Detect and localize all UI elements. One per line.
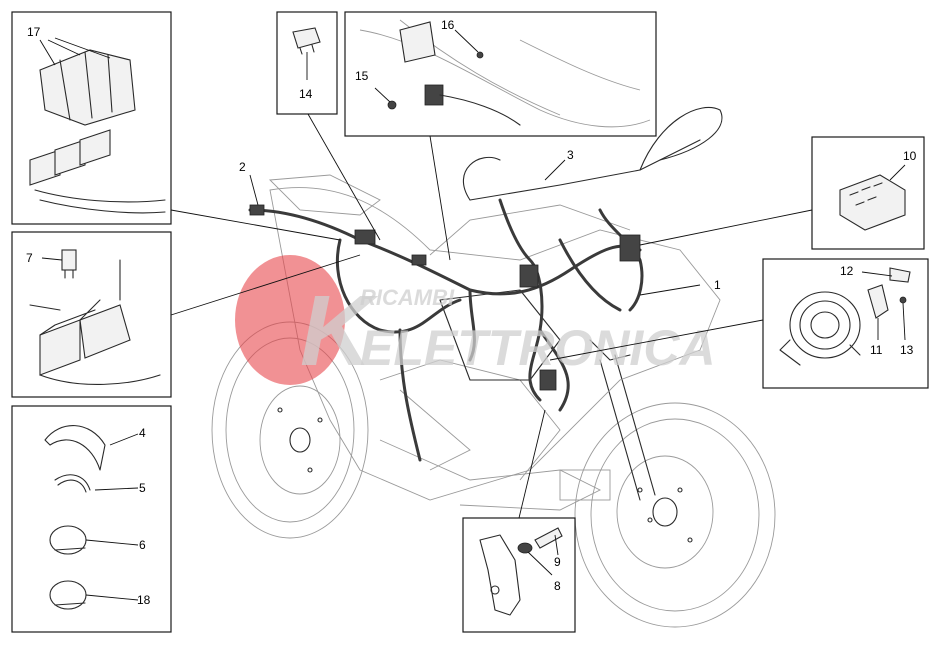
watermark-line1: RICAMBI — [360, 285, 455, 310]
detail-box-bolt — [462, 517, 576, 633]
callout-6: 6 — [139, 538, 146, 552]
detail-box-instrument-bracket — [344, 11, 657, 137]
detail-box-relays — [11, 11, 172, 225]
watermark-letter: K — [300, 275, 379, 387]
wiring-harness — [248, 198, 644, 462]
callout-5: 5 — [139, 481, 146, 495]
detail-box-connector — [811, 136, 925, 250]
callout-labels: 1 2 3 4 5 6 7 8 9 10 11 12 13 14 15 16 1… — [26, 18, 917, 607]
detail-box-fuse — [11, 231, 172, 398]
callout-7: 7 — [26, 251, 33, 265]
detail-box-clamps — [11, 405, 172, 633]
callout-8: 8 — [554, 579, 561, 593]
callout-17: 17 — [27, 25, 41, 39]
callout-3: 3 — [567, 148, 574, 162]
callout-9: 9 — [554, 555, 561, 569]
detail-box-horn — [762, 258, 929, 389]
callout-4: 4 — [139, 426, 146, 440]
callout-12: 12 — [840, 264, 854, 278]
callout-18: 18 — [137, 593, 151, 607]
callout-16: 16 — [441, 18, 455, 32]
watermark-line2: ELETTRONICA — [360, 320, 716, 376]
watermark-disc — [235, 255, 345, 385]
motorcycle-illustration — [211, 106, 776, 628]
callout-10: 10 — [903, 149, 917, 163]
callout-13: 13 — [900, 343, 914, 357]
watermark-logo: K RICAMBI ELETTRONICA — [235, 255, 716, 387]
leader-lines — [170, 113, 813, 519]
callout-15: 15 — [355, 69, 369, 83]
callout-2: 2 — [239, 160, 246, 174]
callout-1: 1 — [714, 278, 721, 292]
callout-11: 11 — [870, 343, 883, 357]
detail-box-sensor — [276, 11, 338, 115]
callout-14: 14 — [299, 87, 313, 101]
